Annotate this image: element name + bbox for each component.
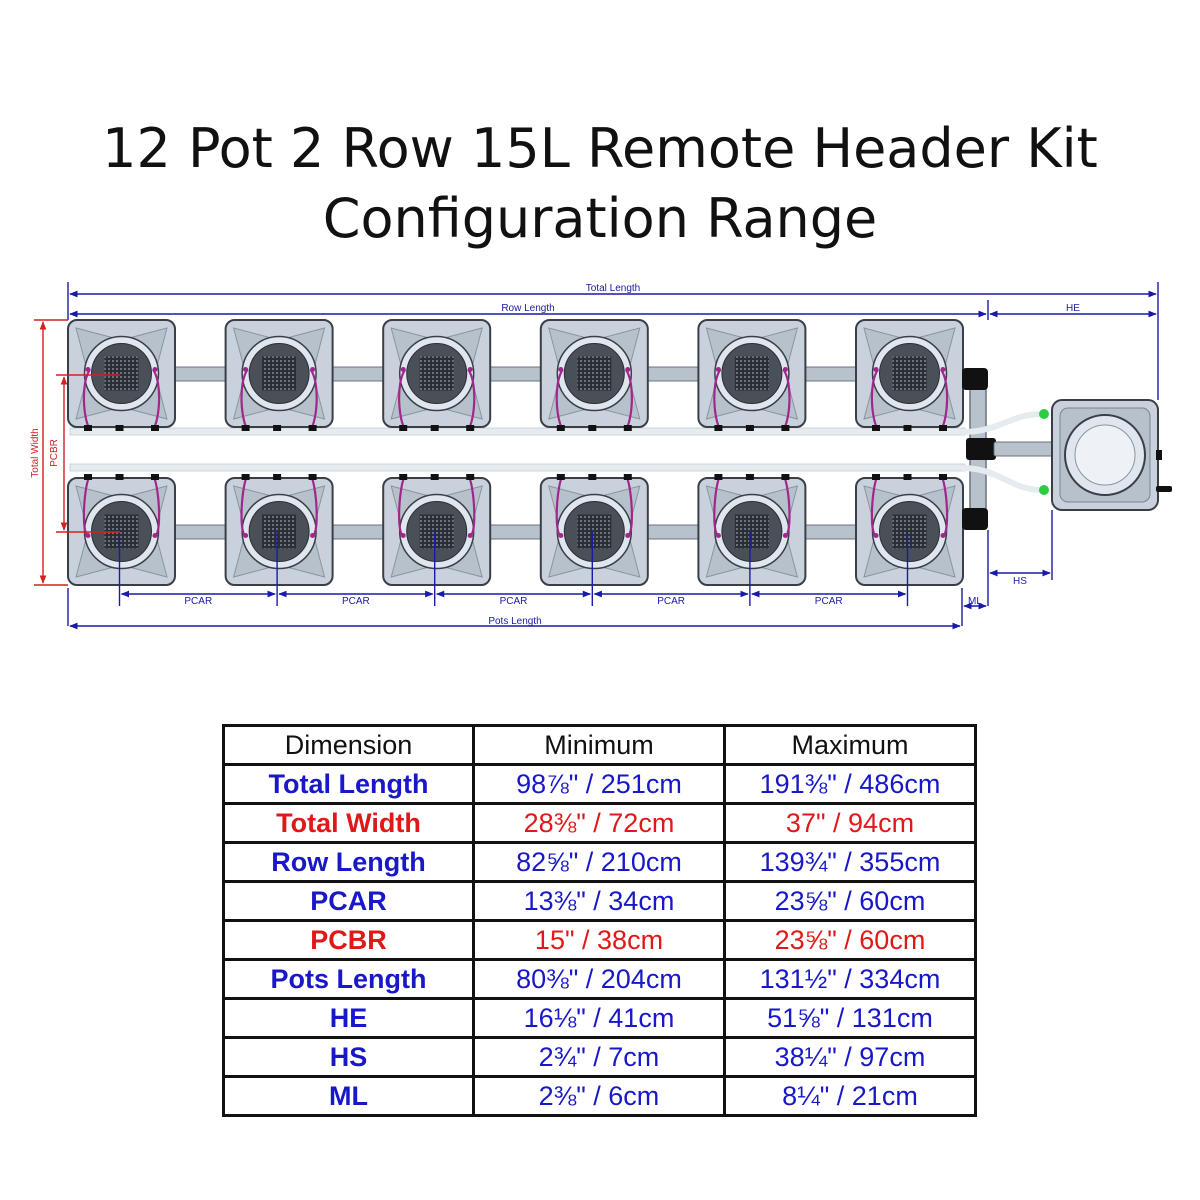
connector-bottom bbox=[1039, 485, 1049, 495]
cell-dimension: HE bbox=[222, 997, 475, 1039]
cell-dimension: HS bbox=[222, 1036, 475, 1078]
pot bbox=[855, 319, 964, 431]
connector-top bbox=[1039, 409, 1049, 419]
cell-minimum: 82⅝" / 210cm bbox=[472, 841, 726, 883]
pot bbox=[224, 474, 334, 606]
width-dimension-lines bbox=[34, 319, 120, 586]
cell-minimum: 2¾" / 7cm bbox=[472, 1036, 726, 1078]
pot bbox=[382, 319, 492, 431]
table-header-row: Dimension Minimum Maximum bbox=[222, 724, 977, 766]
header-dimension: Dimension bbox=[222, 724, 475, 766]
pot bbox=[67, 474, 176, 606]
cell-maximum: 38¼" / 97cm bbox=[723, 1036, 977, 1078]
title-line-2: Configuration Range bbox=[322, 187, 878, 251]
label-pcar: PCAR bbox=[815, 596, 843, 607]
pot bbox=[382, 474, 492, 606]
label-pcar: PCAR bbox=[342, 596, 370, 607]
cell-maximum: 51⅝" / 131cm bbox=[723, 997, 977, 1039]
cell-maximum: 191⅜" / 486cm bbox=[723, 763, 977, 805]
cell-minimum: 28⅜" / 72cm bbox=[472, 802, 726, 844]
manifold bbox=[961, 368, 1057, 530]
cell-minimum: 13⅜" / 34cm bbox=[472, 880, 726, 922]
label-he: HE bbox=[1066, 303, 1080, 314]
feed-lines bbox=[69, 427, 966, 472]
header-minimum: Minimum bbox=[472, 724, 726, 766]
pcar-labels: PCAR PCAR PCAR PCAR PCAR bbox=[184, 596, 842, 607]
cell-minimum: 15" / 38cm bbox=[472, 919, 726, 961]
label-row-length: Row Length bbox=[501, 303, 554, 314]
cell-minimum: 98⅞" / 251cm bbox=[472, 763, 726, 805]
cell-dimension: Total Width bbox=[222, 802, 475, 844]
pot bbox=[697, 319, 807, 431]
pot bbox=[67, 319, 176, 431]
width-labels: Total Width PCBR bbox=[30, 428, 60, 477]
label-pcar: PCAR bbox=[500, 596, 528, 607]
dimension-lines bbox=[67, 282, 1159, 630]
cell-dimension: ML bbox=[222, 1075, 475, 1117]
dimension-labels: Total Length Row Length HE ML HS Pots Le… bbox=[488, 283, 1080, 627]
pot bbox=[539, 474, 649, 606]
cell-maximum: 23⅝" / 60cm bbox=[723, 919, 977, 961]
cell-maximum: 23⅝" / 60cm bbox=[723, 880, 977, 922]
cell-dimension: Total Length bbox=[222, 763, 475, 805]
pot bbox=[855, 474, 964, 606]
pot bbox=[224, 319, 334, 431]
pots bbox=[67, 319, 964, 606]
remote-header-tank bbox=[1039, 399, 1172, 511]
header-maximum: Maximum bbox=[723, 724, 977, 766]
label-pcar: PCAR bbox=[657, 596, 685, 607]
label-pcar: PCAR bbox=[184, 596, 212, 607]
cell-minimum: 16⅛" / 41cm bbox=[472, 997, 726, 1039]
title-line-1: 12 Pot 2 Row 15L Remote Header Kit bbox=[102, 117, 1098, 181]
cell-maximum: 8¼" / 21cm bbox=[723, 1075, 977, 1117]
pot bbox=[697, 474, 807, 606]
label-total-width: Total Width bbox=[30, 428, 41, 477]
label-hs: HS bbox=[1013, 576, 1027, 587]
label-total-length: Total Length bbox=[586, 283, 641, 294]
kit-layout-diagram: Total Length Row Length HE ML HS Pots Le… bbox=[30, 282, 1172, 630]
cell-dimension: PCBR bbox=[222, 919, 475, 961]
cell-maximum: 139¾" / 355cm bbox=[723, 841, 977, 883]
label-pcbr: PCBR bbox=[49, 439, 60, 467]
cell-minimum: 80⅜" / 204cm bbox=[472, 958, 726, 1000]
cell-dimension: Pots Length bbox=[222, 958, 475, 1000]
cell-maximum: 131½" / 334cm bbox=[723, 958, 977, 1000]
page-title: 12 Pot 2 Row 15L Remote Header Kit Confi… bbox=[0, 114, 1200, 254]
cell-dimension: PCAR bbox=[222, 880, 475, 922]
cell-maximum: 37" / 94cm bbox=[723, 802, 977, 844]
cell-dimension: Row Length bbox=[222, 841, 475, 883]
cell-minimum: 2⅜" / 6cm bbox=[472, 1075, 726, 1117]
label-ml: ML bbox=[968, 596, 982, 607]
label-pots-length: Pots Length bbox=[488, 616, 541, 627]
pot bbox=[539, 319, 649, 431]
